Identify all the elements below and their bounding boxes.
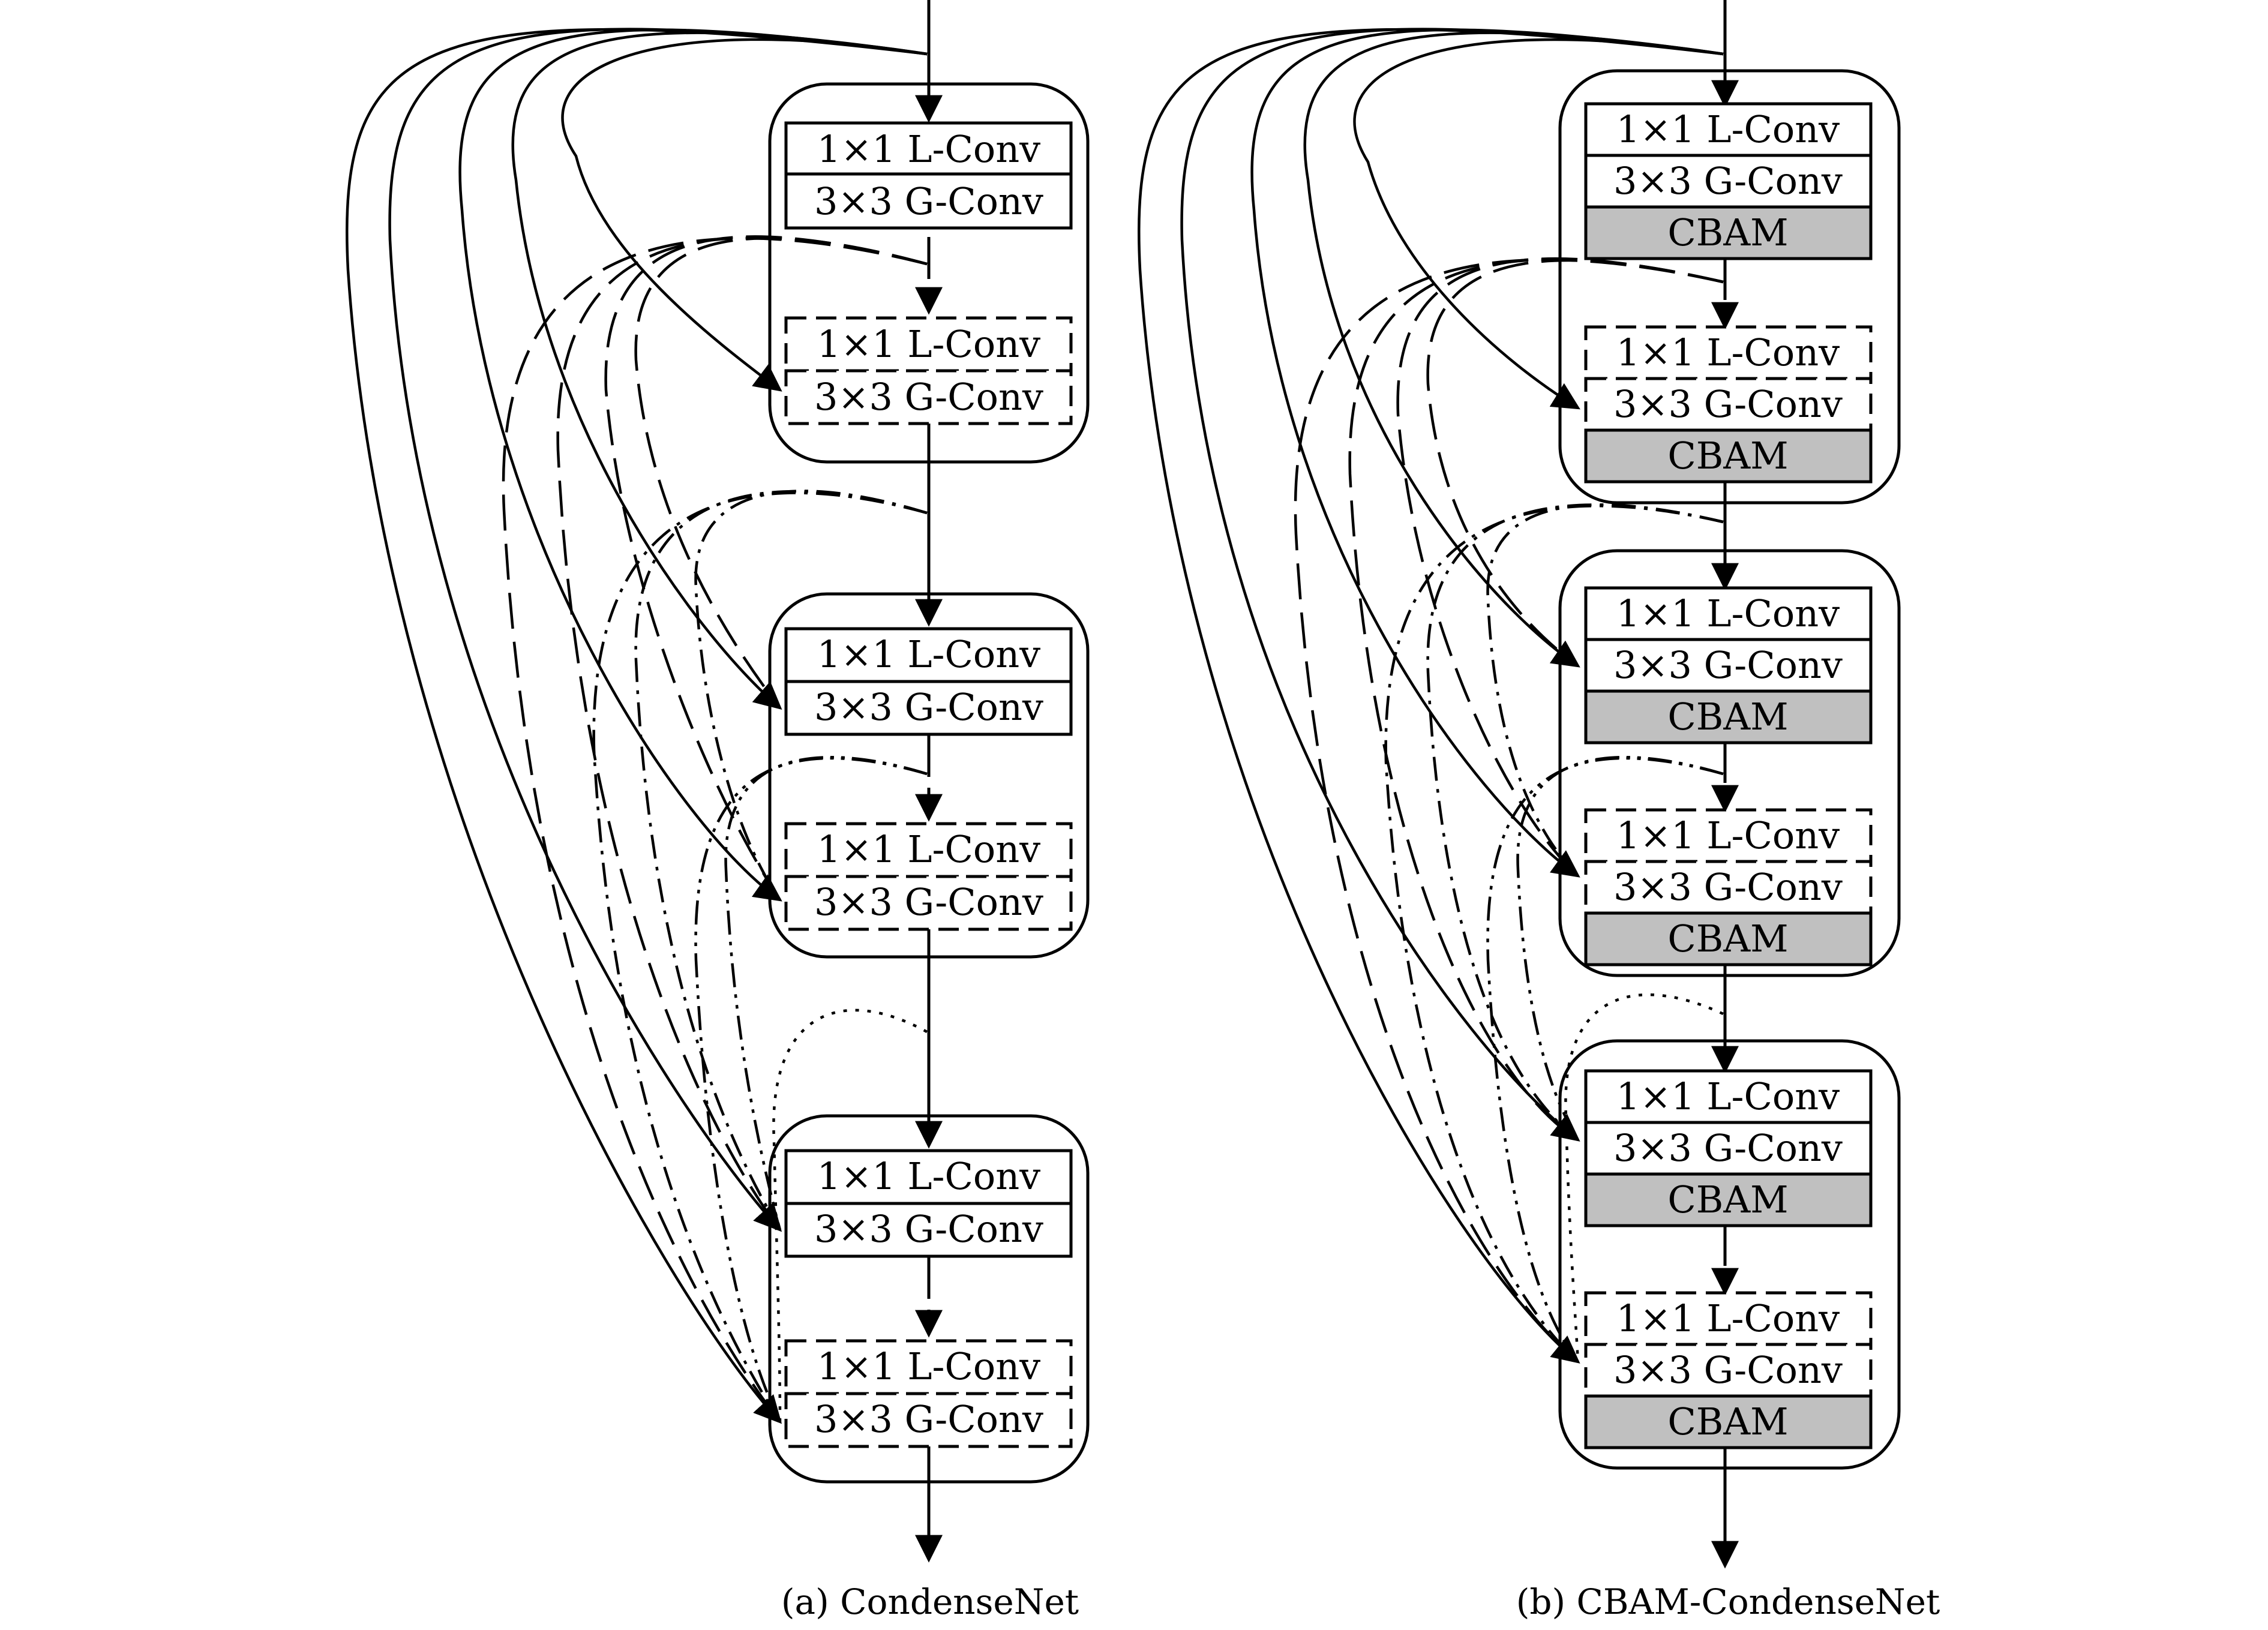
- cbam-box: [1584, 689, 1873, 745]
- dense-block-2: [768, 592, 1090, 959]
- layer-label: CBAM: [1667, 211, 1788, 254]
- layer-label: 1×1 L-Conv: [817, 632, 1040, 676]
- layer-box: 1×1 L-Conv 3×3 G-Conv CBAM: [1584, 808, 1873, 966]
- layer-label: 1×1 L-Conv: [817, 1154, 1040, 1198]
- layer-box: 1×1 L-Conv 3×3 G-Conv CBAM: [1584, 102, 1873, 260]
- layer-label: CBAM: [1667, 1178, 1788, 1221]
- layer-label: 3×3 G-Conv: [1613, 1348, 1843, 1392]
- layer-label: 1×1 L-Conv: [817, 1344, 1040, 1388]
- layer-label: 1×1 L-Conv: [1616, 107, 1840, 151]
- layer-box: 1×1 L-Conv 3×3 G-Conv: [784, 1339, 1073, 1448]
- layer-label: 3×3 G-Conv: [1613, 159, 1843, 203]
- layer-label: 3×3 G-Conv: [814, 1207, 1043, 1251]
- skip-connections-dashdotdot: [694, 755, 928, 1423]
- skip-connections-dashdot: [592, 490, 928, 1423]
- layer-label: 1×1 L-Conv: [817, 127, 1040, 171]
- panel-cbam-condensenet: 1×1 L-Conv 3×3 G-Conv CBAM 1×1 L-Conv 3×…: [1138, 0, 1940, 1622]
- dense-block-3: [768, 1114, 1090, 1484]
- cbam-box: [1584, 205, 1873, 260]
- skip-connections-solid: [346, 28, 928, 1424]
- layer-box: 1×1 L-Conv 3×3 G-Conv CBAM: [1584, 1069, 1873, 1227]
- skip-connections-dashed: [502, 235, 928, 1423]
- layer-label: 3×3 G-Conv: [814, 685, 1043, 729]
- layer-label: 1×1 L-Conv: [817, 322, 1040, 366]
- layer-box: 1×1 L-Conv 3×3 G-Conv CBAM: [1584, 586, 1873, 745]
- layer-box: 1×1 L-Conv 3×3 G-Conv: [784, 316, 1073, 425]
- layer-label: CBAM: [1667, 1400, 1788, 1443]
- layer-box: 1×1 L-Conv 3×3 G-Conv: [784, 822, 1073, 931]
- panel-caption: (b) CBAM-CondenseNet: [1516, 1581, 1940, 1622]
- layer-label: 1×1 L-Conv: [1616, 592, 1840, 635]
- layer-label: 3×3 G-Conv: [1613, 1126, 1843, 1170]
- layer-label: 1×1 L-Conv: [1616, 331, 1840, 374]
- cbam-box: [1584, 1172, 1873, 1227]
- panel-condensenet: 1×1 L-Conv 3×3 G-Conv 1×1 L-Conv 3×3 G-C…: [346, 0, 1090, 1622]
- layer-label: CBAM: [1667, 917, 1788, 960]
- dense-block-3: [1558, 1039, 1901, 1470]
- layer-label: 1×1 L-Conv: [1616, 1296, 1840, 1340]
- skip-connections-dashdot: [1384, 503, 1724, 1363]
- layer-box: 1×1 L-Conv 3×3 G-Conv CBAM: [1584, 1291, 1873, 1449]
- skip-connections-solid: [1138, 28, 1724, 1364]
- layer-label: 3×3 G-Conv: [814, 1397, 1043, 1441]
- layer-box: 1×1 L-Conv 3×3 G-Conv: [784, 627, 1073, 736]
- dense-block-2: [1558, 549, 1901, 977]
- layer-label: 3×3 G-Conv: [1613, 382, 1843, 426]
- layer-box: 1×1 L-Conv 3×3 G-Conv: [784, 1149, 1073, 1258]
- cbam-box: [1584, 428, 1873, 484]
- layer-label: CBAM: [1667, 434, 1788, 478]
- layer-label: 3×3 G-Conv: [814, 880, 1043, 924]
- layer-label: 1×1 L-Conv: [817, 827, 1040, 871]
- layer-label: 3×3 G-Conv: [814, 179, 1043, 223]
- layer-label: 1×1 L-Conv: [1616, 814, 1840, 857]
- layer-label: 3×3 G-Conv: [814, 375, 1043, 419]
- layer-label: 3×3 G-Conv: [1613, 865, 1843, 909]
- layer-label: 3×3 G-Conv: [1613, 643, 1843, 687]
- cbam-box: [1584, 1394, 1873, 1449]
- layer-box: 1×1 L-Conv 3×3 G-Conv CBAM: [1584, 325, 1873, 484]
- skip-connections-dashdotdot: [1486, 755, 1724, 1363]
- cbam-box: [1584, 911, 1873, 966]
- dense-block-1: [768, 82, 1090, 464]
- layer-label: 1×1 L-Conv: [1616, 1074, 1840, 1118]
- dense-block-1: [1558, 69, 1901, 505]
- skip-connections-dashed: [1294, 257, 1724, 1363]
- layer-box: 1×1 L-Conv 3×3 G-Conv: [784, 121, 1073, 230]
- panel-caption: (a) CondenseNet: [781, 1581, 1079, 1622]
- layer-label: CBAM: [1667, 695, 1788, 739]
